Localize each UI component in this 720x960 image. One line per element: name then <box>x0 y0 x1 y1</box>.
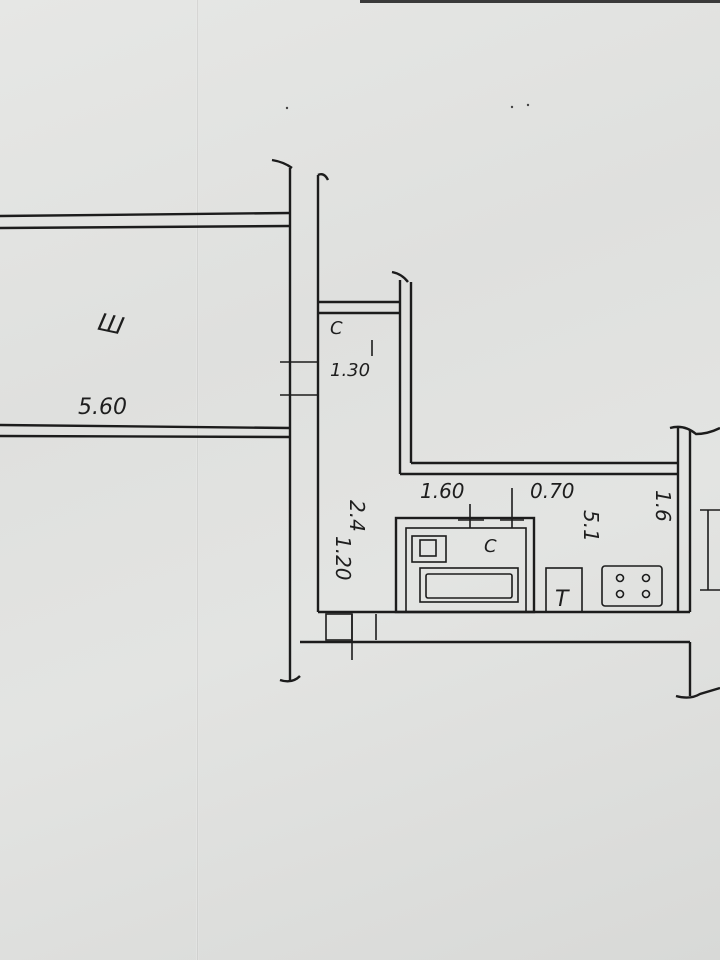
toilet-fixture <box>411 535 447 563</box>
stove-fixture <box>601 565 663 607</box>
toilet-symbol-label: C <box>484 536 497 557</box>
kitchen-width-label: 1.6 <box>651 490 675 522</box>
bathroom-symbol-label: C <box>330 318 343 339</box>
bathtub-fixture <box>419 567 519 603</box>
room-area-label: Ш <box>96 308 127 341</box>
room-walls <box>0 211 291 439</box>
dust-marks <box>285 103 530 110</box>
sanitary-compartment <box>394 488 536 614</box>
corridor-width-label: 1.20 <box>331 536 355 581</box>
fridge-fixture <box>545 567 583 613</box>
corridor-area-label: 2.4 <box>345 500 369 532</box>
bathroom-dim-label: 1.30 <box>330 360 370 381</box>
kitchen-area-label: 5.1 <box>579 510 603 542</box>
room-width-label: 5.60 <box>78 395 127 420</box>
bathroom-walls <box>318 270 413 474</box>
corridor-length-label: 1.60 <box>420 479 465 503</box>
corridor-door <box>325 613 377 660</box>
kitchen-walls <box>300 425 720 699</box>
top-edge-line <box>360 0 720 3</box>
kitchen-opening-label: 0.70 <box>530 479 575 503</box>
main-vertical-wall <box>271 158 330 683</box>
fridge-symbol-label: T <box>555 587 570 612</box>
paper-fold-line <box>196 0 199 960</box>
